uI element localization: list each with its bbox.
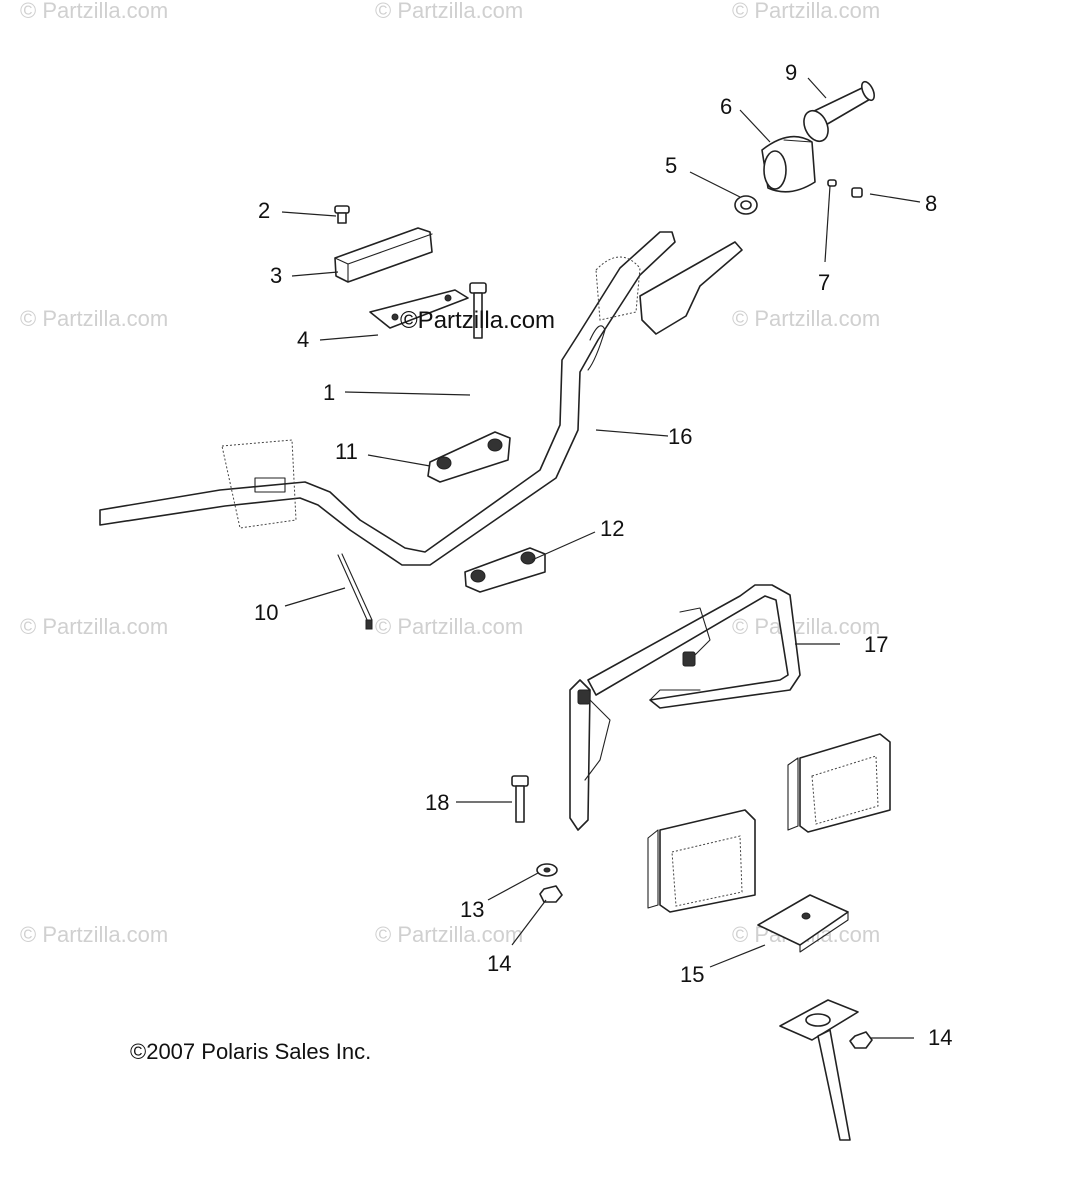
part-grip (803, 80, 875, 143)
part-tie-strap (337, 553, 373, 630)
callout-13: 13 (460, 897, 484, 922)
callout-14: 14 (487, 951, 511, 976)
leader-lines (281, 77, 921, 1039)
callout-2: 2 (258, 198, 270, 223)
watermark: © Partzilla.com (20, 614, 168, 639)
callout-7: 7 (818, 270, 830, 295)
part-lower-bolt (511, 775, 529, 823)
part-washer (536, 863, 558, 877)
callout-6: 6 (720, 94, 732, 119)
part-handlebar (99, 231, 743, 566)
part-gasket (369, 289, 469, 329)
watermark: © Partzilla.com (375, 614, 523, 639)
part-rack-bracket (569, 584, 801, 831)
part-nut-rear (849, 1031, 873, 1049)
callout-14: 14 (928, 1025, 952, 1050)
callout-1: 1 (323, 380, 335, 405)
callout-9: 9 (785, 60, 797, 85)
watermark: © Partzilla.com (375, 0, 523, 23)
watermark: © Partzilla.com (375, 922, 523, 947)
callout-17: 17 (864, 632, 888, 657)
callout-5: 5 (665, 153, 677, 178)
callout-8: 8 (925, 191, 937, 216)
callout-12: 12 (600, 516, 624, 541)
watermark: © Partzilla.com (20, 0, 168, 23)
part-nut-front (539, 885, 563, 903)
part-handlebar-cover (334, 227, 433, 283)
part-small-screw (827, 179, 837, 187)
part-headlight-left (647, 809, 756, 913)
part-ring (734, 195, 758, 215)
callout-11: 11 (335, 439, 358, 464)
callout-15: 15 (680, 962, 704, 987)
watermark-layer: © Partzilla.com © Partzilla.com © Partzi… (20, 0, 880, 947)
part-upper-clamp (427, 431, 511, 483)
callout-16: 16 (668, 424, 692, 449)
part-headlight-right (787, 733, 891, 833)
watermark: © Partzilla.com (732, 306, 880, 331)
part-mount-plate (757, 894, 849, 953)
part-bolt (469, 282, 487, 339)
copyright-notice: ©2007 Polaris Sales Inc. (130, 1039, 371, 1064)
callout-3: 3 (270, 263, 282, 288)
callout-18: 18 (425, 790, 449, 815)
part-lower-clamp (464, 547, 546, 593)
part-mount-post (779, 999, 859, 1141)
callout-10: 10 (254, 600, 278, 625)
part-switch-housing (761, 135, 816, 193)
part-top-screw (334, 205, 350, 224)
watermark: © Partzilla.com (732, 0, 880, 23)
callout-4: 4 (297, 327, 309, 352)
center-brand-watermark: ©Partzilla.com (400, 307, 555, 334)
part-small-nut (851, 187, 863, 198)
callout-labels: 1 2 3 4 5 6 7 8 9 10 11 12 13 14 14 15 1… (254, 60, 952, 1050)
watermark: © Partzilla.com (20, 306, 168, 331)
watermark: © Partzilla.com (20, 922, 168, 947)
watermark: © Partzilla.com (732, 614, 880, 639)
